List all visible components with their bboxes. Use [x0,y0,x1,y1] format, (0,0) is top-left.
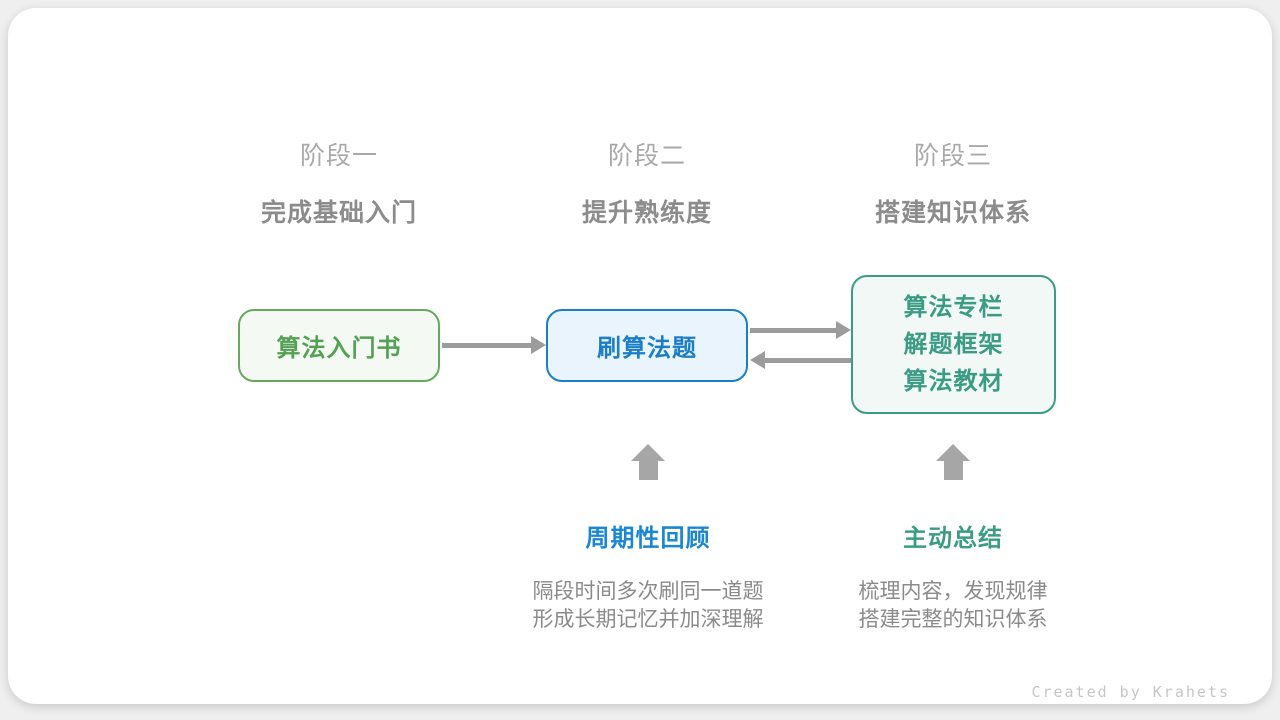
annotation-review-desc-line-2: 形成长期记忆并加深理解 [532,608,764,631]
stage-3-subtitle: 搭建知识体系 [874,199,1031,227]
stage-2-label: 阶段二 [607,142,686,170]
stage-2-subtitle: 提升熟练度 [581,199,712,227]
arrow-head-left-icon [750,351,765,369]
arrow-practice-to-knowledge-icon [750,321,851,339]
annotation-review-title: 周期性回顾 [585,525,711,552]
node-intro-book: 算法入门书 [238,309,440,382]
up-arrow-head-icon [631,444,665,461]
annotation-review-desc: 隔段时间多次刷同一道题 形成长期记忆并加深理解 [488,578,808,634]
annotation-summarize: 主动总结 梳理内容，发现规律 搭建完整的知识体系 [793,518,1113,634]
arrow-shaft [765,357,851,363]
stage-3-label: 阶段三 [913,142,992,170]
up-arrow-stem [943,461,963,480]
up-arrow-head-icon [936,444,970,461]
arrow-shaft [750,327,836,333]
node-intro-book-label: 算法入门书 [276,335,402,362]
stage-3-header: 阶段三 搭建知识体系 [803,136,1103,229]
diagram-card: 阶段一 完成基础入门 阶段二 提升熟练度 阶段三 搭建知识体系 算法入门书 刷算… [8,8,1272,704]
annotation-review: 周期性回顾 隔段时间多次刷同一道题 形成长期记忆并加深理解 [488,518,808,634]
up-arrow-review-icon [631,444,665,480]
arrow-intro-to-practice-icon [442,336,546,354]
node-knowledge-system: 算法专栏 解题框架 算法教材 [851,275,1056,414]
node-knowledge-line-3: 算法教材 [903,368,1004,395]
node-practice-problems: 刷算法题 [546,309,748,382]
annotation-summarize-desc: 梳理内容，发现规律 搭建完整的知识体系 [793,578,1113,634]
node-practice-problems-label: 刷算法题 [597,335,697,362]
stage-1-header: 阶段一 完成基础入门 [189,136,489,229]
annotation-summarize-title: 主动总结 [903,525,1003,552]
arrow-head-right-icon [531,336,546,354]
annotation-summarize-desc-line-1: 梳理内容，发现规律 [858,580,1048,603]
arrow-head-right-icon [836,321,851,339]
up-arrow-stem [638,461,658,480]
watermark: Created by Krahets [1031,683,1230,701]
node-knowledge-line-2: 解题框架 [903,331,1004,358]
annotation-review-desc-line-1: 隔段时间多次刷同一道题 [532,580,764,603]
node-knowledge-line-1: 算法专栏 [903,294,1004,321]
stage-1-subtitle: 完成基础入门 [260,199,417,227]
arrow-knowledge-to-practice-icon [750,351,851,369]
stage-2-header: 阶段二 提升熟练度 [497,136,797,229]
annotation-summarize-desc-line-2: 搭建完整的知识体系 [858,608,1048,631]
arrow-shaft [442,342,531,348]
up-arrow-summarize-icon [936,444,970,480]
stage-1-label: 阶段一 [299,142,378,170]
